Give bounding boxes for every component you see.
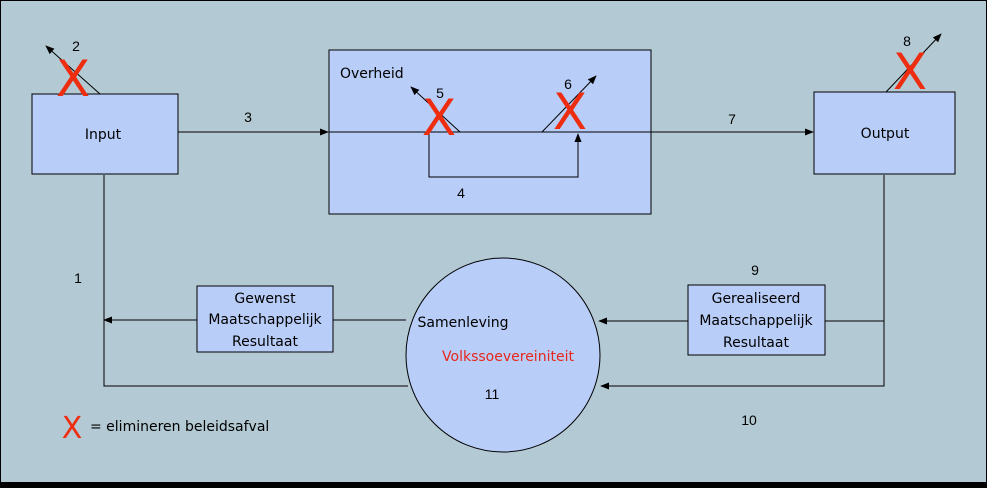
x-marks: X X X X bbox=[56, 43, 927, 147]
output-box bbox=[813, 91, 956, 175]
line-samenleving-to-input bbox=[103, 175, 408, 387]
gewenst-line-3: Resultaat bbox=[232, 334, 298, 350]
arrow-branch-8 bbox=[885, 33, 942, 93]
legend-x-mark: X bbox=[62, 411, 83, 446]
number-9: 9 bbox=[751, 262, 759, 278]
x-mark-8: X bbox=[893, 43, 927, 101]
x-mark-5: X bbox=[422, 89, 456, 147]
arrow-branch-5 bbox=[410, 86, 461, 133]
gerealiseerd-box bbox=[687, 284, 826, 356]
number-6: 6 bbox=[564, 76, 572, 92]
number-5: 5 bbox=[436, 85, 444, 101]
arrow-branch-6 bbox=[541, 75, 597, 133]
samenleving-label: Samenleving bbox=[417, 315, 508, 331]
input-box bbox=[31, 93, 179, 175]
output-label: Output bbox=[861, 126, 910, 142]
number-8: 8 bbox=[903, 33, 911, 49]
overheid-label: Overheid bbox=[340, 66, 404, 82]
gerealiseerd-line-1: Gerealiseerd bbox=[712, 291, 801, 307]
arrow-loop-4 bbox=[428, 132, 582, 178]
number-1: 1 bbox=[74, 270, 82, 286]
arrow-branch-2 bbox=[45, 45, 101, 95]
samenleving-circle bbox=[405, 257, 601, 453]
number-4: 4 bbox=[457, 185, 465, 201]
number-11: 11 bbox=[485, 386, 500, 402]
connector-lines bbox=[103, 128, 885, 390]
arrow-output-to-samenleving bbox=[600, 175, 885, 390]
gewenst-line-2: Maatschappelijk bbox=[208, 312, 322, 328]
number-7: 7 bbox=[728, 111, 736, 127]
x-mark-6: X bbox=[553, 83, 587, 141]
gerealiseerd-line-2: Maatschappelijk bbox=[699, 313, 813, 329]
volkssoevereiniteit-label: Volkssoevereiniteit bbox=[442, 349, 574, 365]
overheid-internal-lines bbox=[329, 75, 651, 178]
number-3: 3 bbox=[244, 109, 252, 125]
legend-text: = elimineren beleidsafval bbox=[90, 419, 269, 435]
x-mark-2: X bbox=[56, 50, 90, 108]
gerealiseerd-line-3: Resultaat bbox=[723, 335, 789, 351]
gewenst-box bbox=[196, 285, 334, 353]
number-10: 10 bbox=[741, 412, 757, 428]
number-2: 2 bbox=[72, 38, 80, 54]
input-label: Input bbox=[85, 127, 122, 143]
gewenst-line-1: Gewenst bbox=[234, 291, 296, 307]
